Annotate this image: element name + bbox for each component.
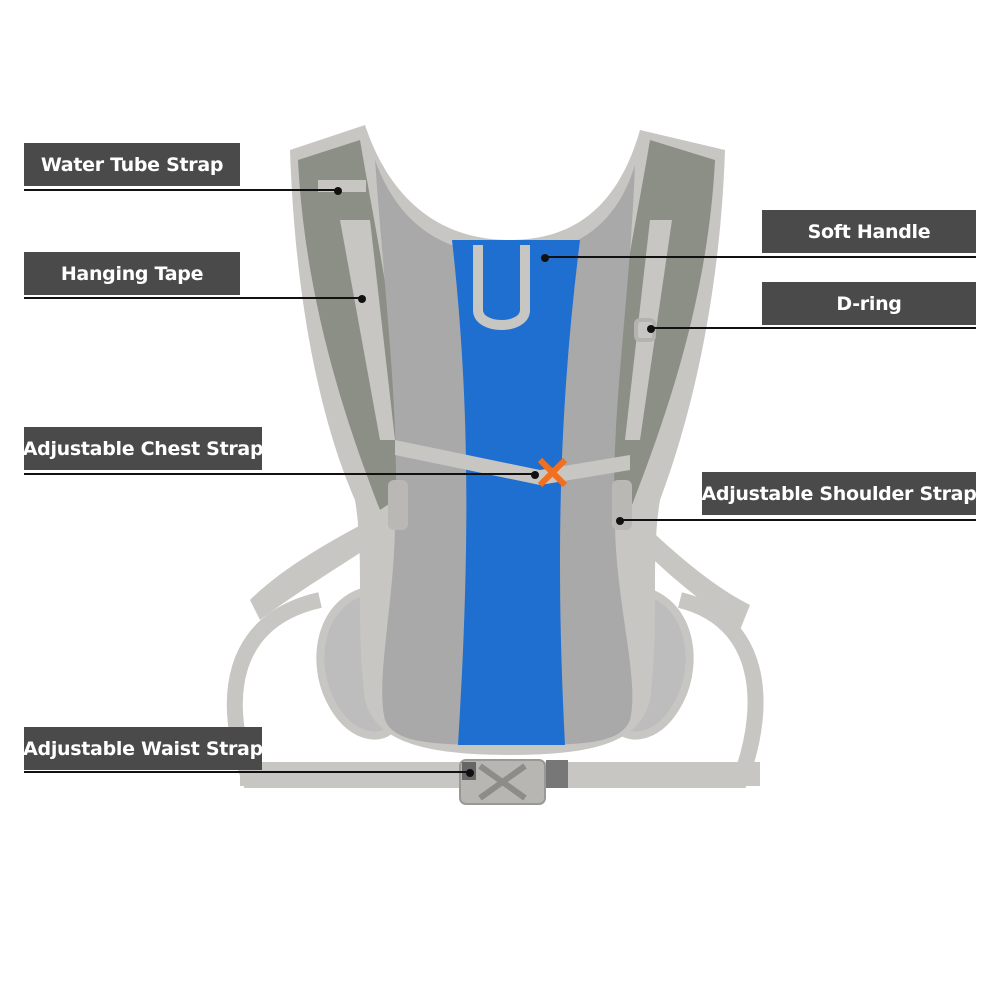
soft-handle-loop xyxy=(473,245,530,330)
label-adjustable-shoulder-strap: Adjustable Shoulder Strap xyxy=(702,472,977,515)
shoulder-buckle-left xyxy=(388,480,408,530)
blue-center-panel xyxy=(452,240,580,745)
leader-dot xyxy=(466,769,474,777)
hanging-tape-left xyxy=(340,220,395,440)
shoulder-strap-left xyxy=(298,140,400,510)
shoulder-strap-loose-left xyxy=(250,510,395,620)
leader-soft-handle xyxy=(545,256,976,258)
leader-dot xyxy=(334,187,342,195)
shoulder-strap-loose-right xyxy=(625,510,750,630)
label-soft-handle: Soft Handle xyxy=(762,210,976,253)
leader-water-tube-strap xyxy=(24,189,338,191)
leader-adjustable-shoulder-strap xyxy=(620,519,976,521)
leader-dot xyxy=(531,471,539,479)
waist-buckle-cross xyxy=(478,763,527,801)
leader-dot xyxy=(616,517,624,525)
label-hanging-tape: Hanging Tape xyxy=(24,252,240,295)
leader-adjustable-chest-strap xyxy=(24,473,535,475)
label-d-ring: D-ring xyxy=(762,282,976,325)
leader-dot xyxy=(358,295,366,303)
leader-dot xyxy=(541,254,549,262)
label-adjustable-waist-strap: Adjustable Waist Strap xyxy=(23,727,263,770)
label-water-tube-strap: Water Tube Strap xyxy=(24,143,240,186)
leader-hanging-tape xyxy=(24,297,362,299)
leader-dot xyxy=(647,325,655,333)
chest-strap xyxy=(395,440,630,485)
waist-buckle-tab-right xyxy=(546,760,568,788)
label-adjustable-chest-strap: Adjustable Chest Strap xyxy=(23,427,264,470)
leader-adjustable-waist-strap xyxy=(24,771,470,773)
chest-buckle xyxy=(537,457,568,488)
leader-d-ring xyxy=(651,327,976,329)
